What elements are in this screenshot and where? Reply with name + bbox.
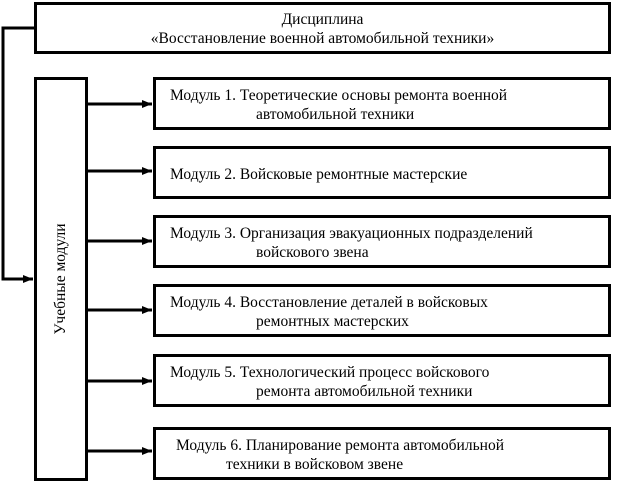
module-title: Модуль 1. Теоретические основы ремонта в… — [170, 87, 508, 104]
module-title-cont: войскового звена — [256, 244, 369, 261]
module-title: Модуль 6. Планирование ремонта автомобил… — [176, 437, 504, 454]
discipline-heading: Дисциплина — [281, 11, 364, 28]
modules-group-label: Учебные модули — [52, 223, 69, 335]
modules-group-box: Учебные модули — [34, 77, 88, 481]
module-title-cont: ремонтных мастерских — [256, 313, 409, 330]
module-title: Модуль 5. Технологический процесс войско… — [170, 364, 490, 381]
module-box-4: Модуль 4. Восстановление деталей в войск… — [153, 284, 611, 337]
module-box-2: Модуль 2. Войсковые ремонтные мастерские — [153, 146, 611, 199]
module-title-cont: ремонта автомобильной техники — [256, 383, 473, 400]
discipline-box: Дисциплина «Восстановление военной автом… — [34, 2, 611, 54]
module-box-1: Модуль 1. Теоретические основы ремонта в… — [153, 77, 611, 130]
module-box-5: Модуль 5. Технологический процесс войско… — [153, 354, 611, 407]
module-box-6: Модуль 6. Планирование ремонта автомобил… — [153, 427, 611, 480]
module-title: Модуль 4. Восстановление деталей в войск… — [170, 294, 488, 311]
module-box-3: Модуль 3. Организация эвакуационных подр… — [153, 215, 611, 268]
module-title: Модуль 3. Организация эвакуационных подр… — [170, 225, 533, 242]
module-title: Модуль 2. Войсковые ремонтные мастерские — [170, 166, 468, 183]
module-title-cont: техники в войсковом звене — [226, 456, 404, 473]
discipline-title: «Восстановление военной автомобильной те… — [150, 30, 495, 47]
module-title-cont: автомобильной техники — [256, 106, 415, 123]
feedback-arrow — [1, 26, 35, 283]
